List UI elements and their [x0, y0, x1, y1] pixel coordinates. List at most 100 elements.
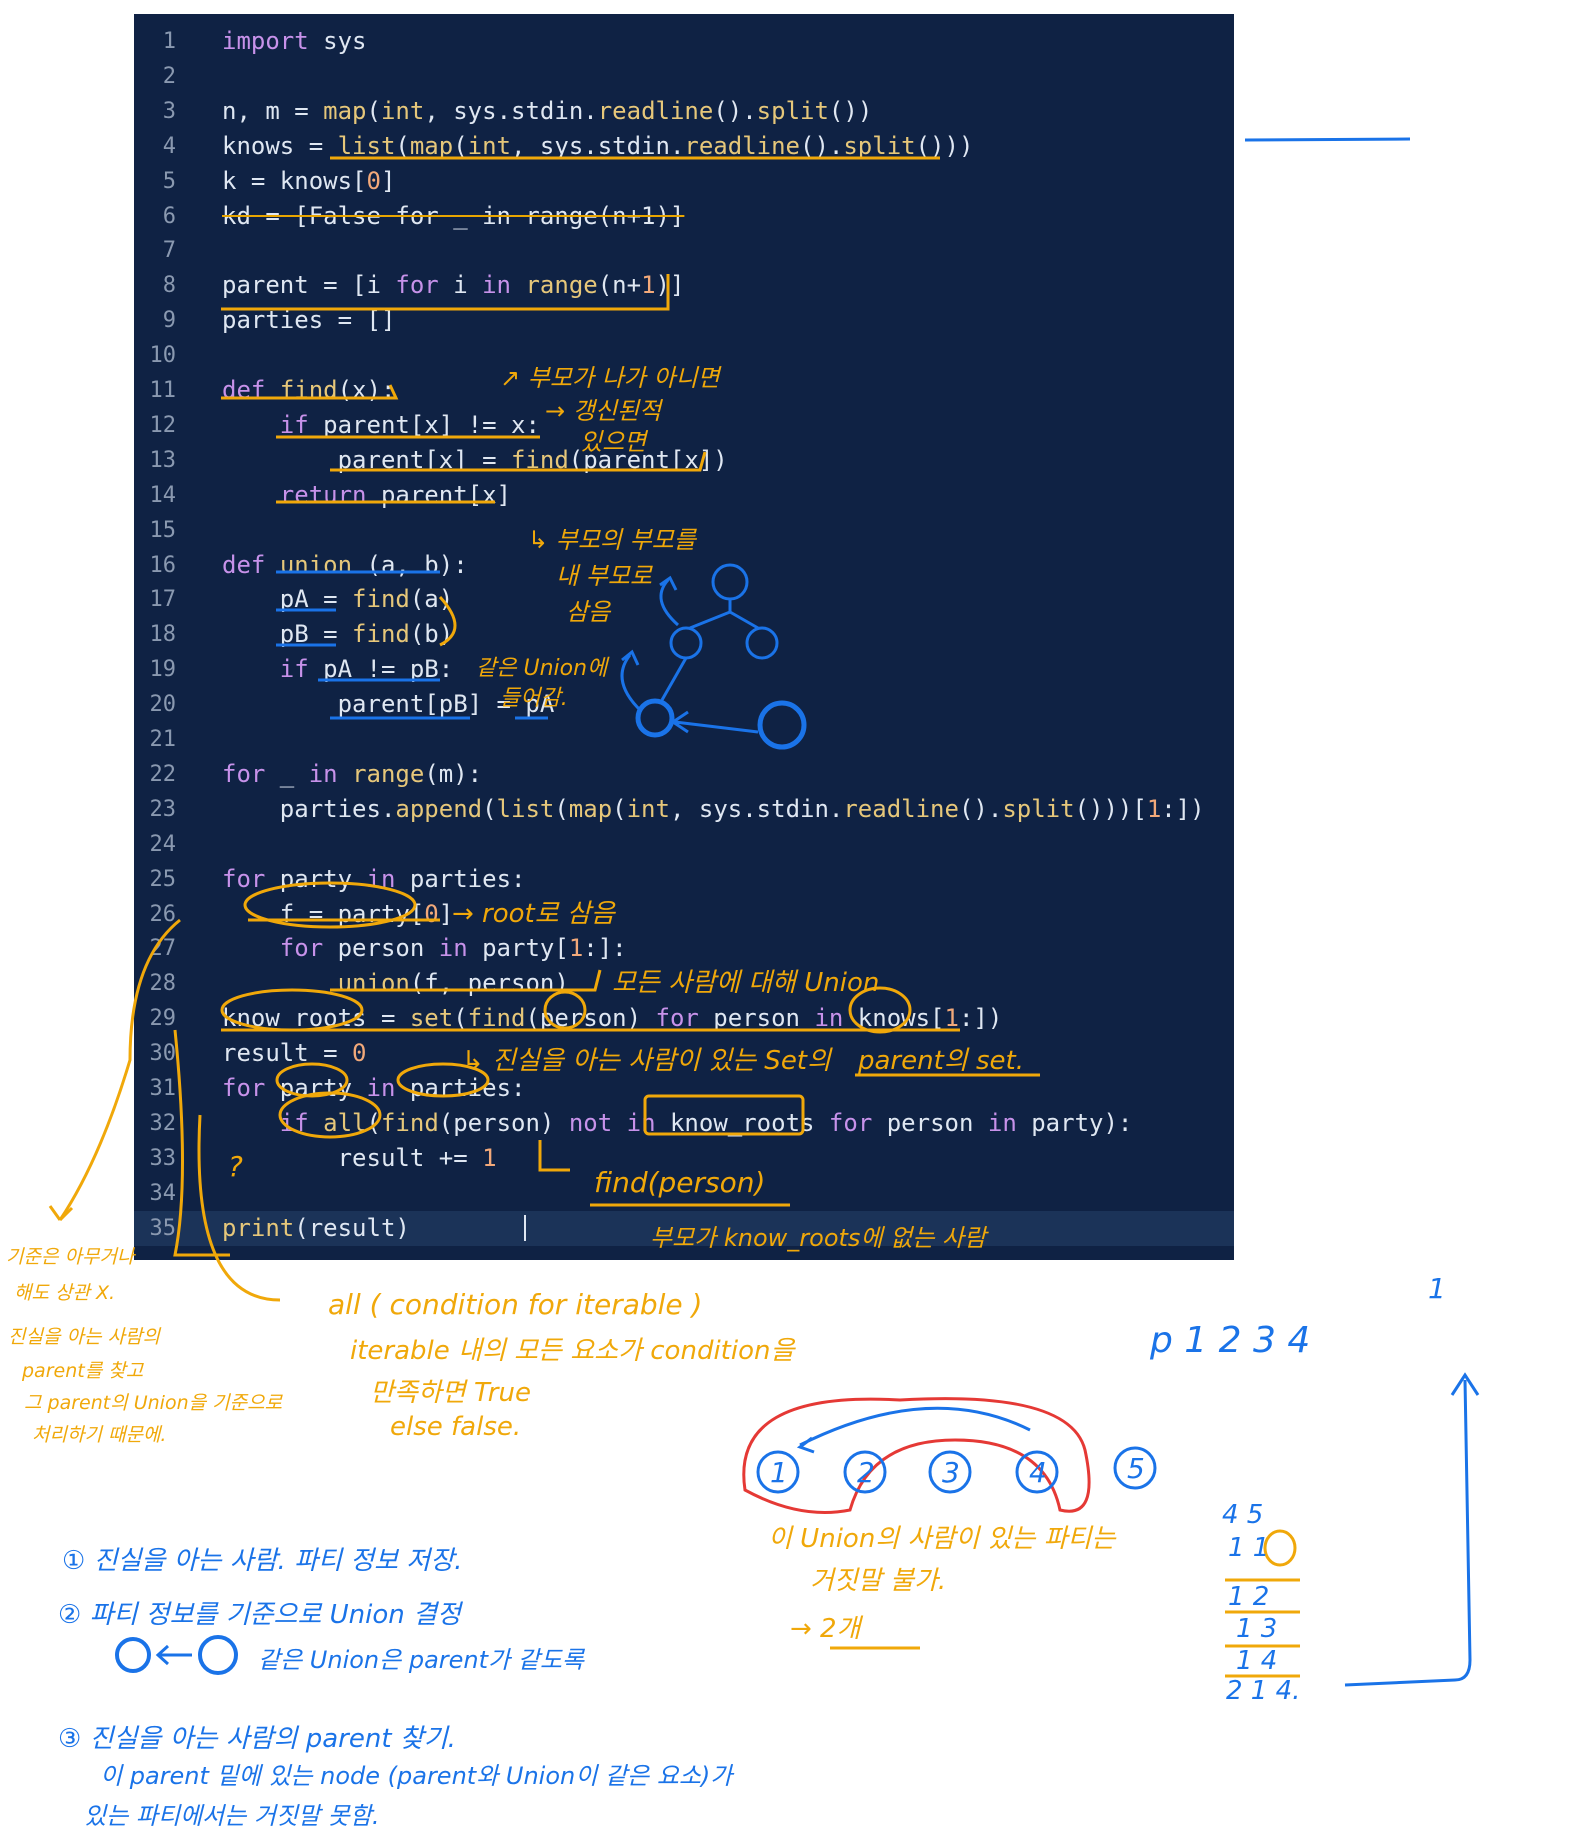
line-code: union(f, person)	[337, 969, 569, 998]
code-line[interactable]: 3 n, m = map(int, sys.stdin.readline().sp…	[134, 94, 1234, 129]
left-note-1: 기준은 아무거나	[6, 1246, 135, 1268]
box-know-roots	[643, 1094, 805, 1136]
line-code: parent[pB] = pA	[222, 690, 555, 719]
line-number: 4	[162, 133, 176, 159]
line-number: 10	[149, 343, 177, 369]
step2-arrow	[155, 1644, 192, 1666]
line-code: n, m = map(int, sys.stdin.readline().spl…	[222, 96, 873, 125]
parent-set-note: parent의 set.	[858, 1046, 1024, 1076]
code-line[interactable]: 14 return parent[x]	[134, 478, 1234, 513]
tree-mid-node	[669, 626, 703, 660]
line-code: kd = [False for _ in range(n+1)]	[222, 201, 685, 230]
line-code: print(result)	[222, 1213, 410, 1242]
circle-party	[275, 1062, 349, 1098]
line-code: def union (a, b):	[222, 550, 468, 579]
circle-label-1: 1	[770, 1456, 788, 1489]
code-underlines	[48, 156, 1040, 1302]
code-line[interactable]: 4 knows = list(map(int, sys.stdin.readlin…	[134, 129, 1234, 164]
line-number: 14	[149, 482, 177, 508]
find-person-note: find(person)	[594, 1166, 766, 1199]
code-line[interactable]: 18 pB = find(b)	[134, 617, 1234, 652]
line-code: result += 1	[222, 1143, 497, 1172]
tree-edges	[660, 599, 759, 701]
circle-label-5: 5	[1127, 1452, 1145, 1485]
line-number: 5	[162, 168, 176, 194]
left-note-3: 진실을 아는 사람의	[8, 1326, 160, 1348]
code-line[interactable]: 27 for person in party[1:]:	[134, 931, 1234, 966]
code-line[interactable]: 33 result += 1	[134, 1141, 1234, 1176]
stray-line	[1244, 137, 1411, 142]
code-line[interactable]: 34	[134, 1176, 1234, 1211]
step2-small-circle	[115, 1637, 151, 1673]
line-number: 11	[149, 378, 177, 403]
code-line[interactable]: 12 if parent[x] != x:	[134, 408, 1234, 443]
find-note-6: 삼음	[566, 598, 611, 626]
code-line[interactable]: 21	[134, 722, 1234, 757]
line-code: result = 0	[222, 1039, 367, 1068]
code-line[interactable]: 23 parties.append(list(map(int, sys.stdi…	[134, 792, 1234, 827]
all-note-4: else false.	[390, 1412, 522, 1442]
line-number: 9	[162, 308, 176, 334]
union-circles	[742, 1397, 1157, 1514]
list-header: p 1 2 3 4	[1150, 1320, 1311, 1361]
circle-node-4	[1015, 1450, 1059, 1494]
input-line-1-text: 1 1	[1228, 1533, 1270, 1563]
circle-label-4: 4	[1029, 1456, 1047, 1489]
step-3b: 이 parent 밑에 있는 node (parent와 Union이 같은 요…	[100, 1762, 733, 1790]
line-number: 1	[162, 29, 176, 54]
blue-strokes	[115, 563, 1480, 1687]
circles-note-1: 이 Union의 사람이 있는 파티는	[768, 1524, 1116, 1554]
left-arrow-down	[48, 1205, 74, 1222]
circles-note-2: 거짓말 불가.	[810, 1566, 947, 1596]
line-number: 23	[149, 796, 177, 822]
question-mark: ?	[228, 1150, 243, 1183]
know-roots-note: ↳ 진실을 아는 사람이 있는 Set의	[462, 1046, 831, 1076]
blue-arc	[796, 1406, 1031, 1454]
line-code: knows = list(map(int, sys.stdin.readline…	[222, 131, 974, 160]
step-2: ② 파티 정보를 기준으로 Union 결정	[58, 1600, 461, 1630]
circle-node-1	[756, 1450, 800, 1494]
circle-know-roots	[220, 988, 364, 1032]
code-line[interactable]: 30 result = 0	[134, 1036, 1234, 1071]
circle-node-5	[1113, 1446, 1157, 1490]
code-line[interactable]: 7	[134, 233, 1234, 268]
step-3a: ③ 진실을 아는 사람의 parent 찾기.	[58, 1724, 456, 1754]
line-number: 2	[162, 63, 176, 89]
code-line[interactable]: 2	[134, 59, 1234, 94]
line-code: for person in party[1:]:	[279, 934, 627, 963]
step-3c: 있는 파티에서는 거짓말 못함.	[84, 1802, 380, 1830]
code-line[interactable]: 28 union(f, person)	[134, 966, 1234, 1001]
line-number: 22	[149, 761, 177, 787]
circle-f-party	[243, 881, 417, 929]
code-line[interactable]: 20 parent[pB] = pA	[134, 687, 1234, 722]
circle-all	[278, 1091, 382, 1139]
left-curve	[58, 918, 181, 1221]
code-line[interactable]: 15	[134, 513, 1234, 548]
circle-node-3	[928, 1450, 972, 1494]
left-note-4: parent를 찾고	[22, 1360, 144, 1382]
line-number: 30	[149, 1041, 177, 1067]
all-note-3: 만족하면 True	[370, 1378, 531, 1408]
tree-arrow-up-2	[659, 575, 679, 627]
line-number: 3	[162, 98, 176, 124]
line-number: 35	[149, 1215, 177, 1241]
union-note-2: 들어감.	[500, 686, 568, 711]
tree-new-node	[757, 700, 807, 750]
code-line[interactable]: 35 print(result)	[134, 1210, 1234, 1246]
code-line[interactable]: 10	[134, 338, 1234, 373]
line-number: 21	[149, 727, 177, 752]
line-number: 32	[149, 1110, 177, 1136]
code-line[interactable]: 32 if all(find(person) not in know_roots…	[134, 1106, 1234, 1141]
circle-label-3: 3	[942, 1456, 960, 1489]
code-line[interactable]: 24	[134, 827, 1234, 862]
